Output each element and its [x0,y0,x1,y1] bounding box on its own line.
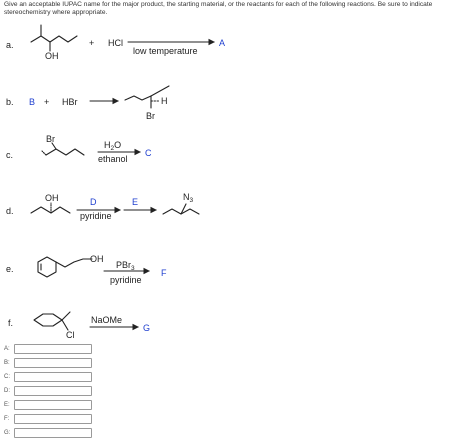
product-a: A [219,38,225,48]
reactant-b: B [29,97,35,107]
molecule-b [124,95,152,101]
product-g: G [143,323,150,333]
answer-input-a[interactable] [14,344,92,354]
answer-label-e: E: [4,402,10,408]
molecule-a [30,35,78,43]
answer-input-d[interactable] [14,386,92,396]
answer-row-a: A: [4,344,92,354]
condition-a: low temperature [133,46,198,56]
answer-input-e[interactable] [14,400,92,410]
instructions-text: Give an acceptable IUPAC name for the ma… [4,1,433,17]
molecule-f-ring [33,313,63,327]
reaction-b-letter: b. [6,97,14,107]
answer-row-d: D: [4,386,92,396]
oh-label-d: OH [45,193,59,203]
answer-input-b[interactable] [14,358,92,368]
product-f: F [161,268,167,278]
plus-a: + [89,38,94,48]
reagent-c: H2O [104,140,121,152]
reagent-e-pbr3: PBr3 [116,260,135,272]
reaction-e-letter: e. [6,264,14,274]
answer-label-a: A: [4,346,10,352]
answer-label-f: F: [4,416,10,422]
reagent-a: HCl [108,38,123,48]
cl-label-f: Cl [66,330,75,340]
reagent-b: HBr [62,97,78,107]
reagent-f: NaOMe [91,315,122,325]
reagent-e: E [132,197,138,207]
answer-input-g[interactable] [14,428,92,438]
reagent-d: D [90,197,97,207]
answer-input-c[interactable] [14,372,92,382]
reaction-f-letter: f. [8,318,13,328]
molecule-c [45,148,85,156]
reaction-a-letter: a. [6,40,14,50]
reaction-d-letter: d. [6,206,14,216]
n3-label-d: N3 [183,192,194,204]
answer-row-f: F: [4,414,92,424]
answer-label-g: G: [4,430,11,436]
answer-input-f[interactable] [14,414,92,424]
product-c: C [145,148,152,158]
br-label-c: Br [46,134,55,144]
answer-label-c: C: [4,374,10,380]
answer-row-b: B: [4,358,92,368]
molecule-e-ring [37,256,57,278]
answer-label-b: B: [4,360,10,366]
oh-label-e: OH [90,254,104,264]
answer-row-g: G: [4,428,92,438]
answer-row-c: C: [4,372,92,382]
plus-b: + [44,97,49,107]
oh-label-a: OH [45,51,59,61]
condition-c: ethanol [98,154,128,164]
h-label-b: H [161,96,168,106]
answer-label-d: D: [4,388,10,394]
reaction-c-letter: c. [6,150,13,160]
condition-e: pyridine [110,275,142,285]
answer-row-e: E: [4,400,92,410]
br-label-b: Br [146,111,155,121]
condition-d: pyridine [80,211,112,221]
